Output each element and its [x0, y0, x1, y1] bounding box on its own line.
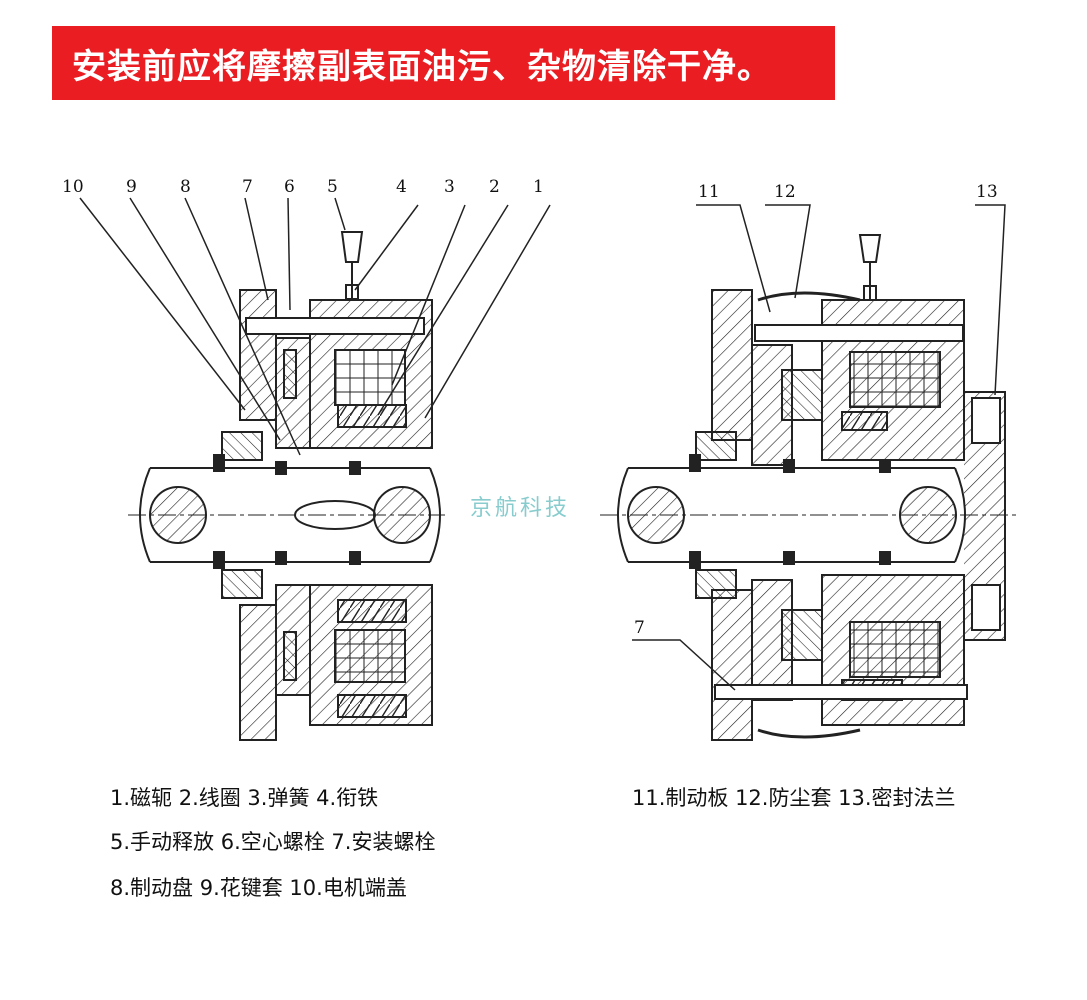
legend-line-4: 11.制动板 12.防尘套 13.密封法兰 — [632, 786, 956, 810]
callout-10: 10 — [62, 177, 84, 197]
callout-11: 11 — [698, 182, 720, 202]
left-callout-labels: 10 9 8 7 6 5 4 3 2 1 — [62, 177, 544, 197]
callout-3: 3 — [444, 177, 455, 197]
callout-1: 1 — [533, 177, 544, 197]
legend-line-3: 8.制动盘 9.花键套 10.电机端盖 — [110, 876, 407, 900]
legend-line-2: 5.手动释放 6.空心螺栓 7.安装螺栓 — [110, 830, 436, 854]
legend-line-1: 1.磁轭 2.线圈 3.弹簧 4.衔铁 — [110, 786, 379, 810]
callout-2: 2 — [489, 177, 500, 197]
callout-13: 13 — [976, 182, 998, 202]
callout-7-right: 7 — [634, 618, 645, 638]
right-drawing — [600, 204, 1020, 741]
callout-7: 7 — [242, 177, 253, 197]
watermark-text: 京航科技 — [470, 496, 571, 521]
callout-12: 12 — [774, 182, 796, 202]
callout-6: 6 — [284, 177, 295, 197]
right-callout-labels: 11 12 13 7 — [634, 182, 998, 638]
callout-9: 9 — [126, 177, 137, 197]
left-drawing — [79, 197, 551, 741]
callout-5: 5 — [327, 177, 338, 197]
callout-4: 4 — [396, 177, 407, 197]
warning-banner: 安装前应将摩擦副表面油污、杂物清除干净。 — [52, 26, 835, 100]
callout-8: 8 — [180, 177, 191, 197]
left-shaft — [150, 467, 430, 563]
